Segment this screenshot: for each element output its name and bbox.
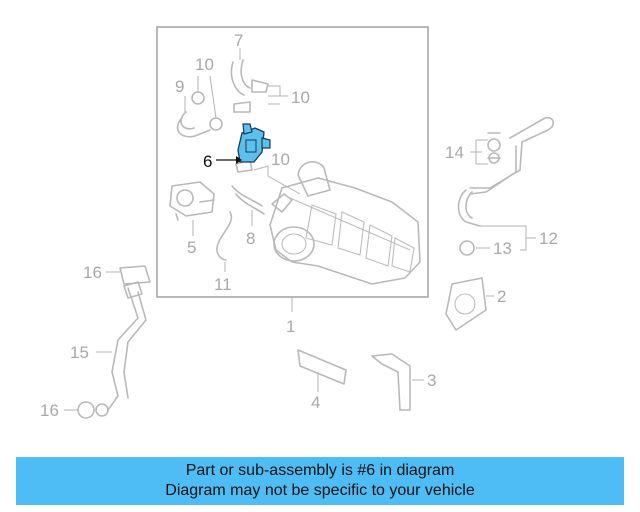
callout-3: 3: [427, 371, 436, 390]
callout-8: 8: [246, 229, 255, 248]
part-5-valve: [169, 181, 215, 221]
callout-7: 7: [234, 31, 243, 50]
callout-6: 6: [203, 152, 212, 171]
callout-16-top: 16: [83, 263, 102, 282]
callout-14: 14: [445, 143, 464, 162]
part-4-bracket: [297, 349, 347, 385]
part-14-pipe: [469, 116, 555, 195]
callout-1: 1: [286, 317, 295, 336]
part-16-gasket-top: [119, 265, 151, 285]
callout-10-right: 10: [291, 88, 310, 107]
banner-line-1: Part or sub-assembly is #6 in diagram: [185, 462, 455, 479]
leader-lines: [64, 48, 536, 411]
callout-16-bottom: 16: [40, 401, 59, 420]
callout-10-top: 10: [195, 55, 214, 74]
part-16-gasket-bottom: [77, 401, 95, 419]
part-12-hose: [457, 189, 481, 227]
part-13-washer: [459, 240, 475, 256]
callout-5: 5: [187, 238, 196, 257]
callout-11: 11: [214, 275, 232, 294]
part-3-bracket: [371, 353, 411, 411]
turbo-manifold: [269, 161, 421, 285]
callout-9: 9: [175, 77, 184, 96]
callout-13: 13: [493, 239, 512, 258]
callout-10-mid: 10: [271, 150, 290, 169]
part-2-gasket: [445, 277, 487, 331]
hoses-and-fittings: [176, 59, 293, 261]
part-15-pipe: [107, 281, 147, 411]
parts-diagram: 1 2 3 4 5 6 7 8 9 10 10 10 11 12 13 14 1…: [40, 26, 558, 420]
banner-line-2: Diagram may not be specific to your vehi…: [165, 482, 475, 499]
part-6-highlight: [237, 123, 271, 163]
callout-12: 12: [539, 229, 558, 248]
info-banner: Part or sub-assembly is #6 in diagram Di…: [16, 457, 624, 505]
callout-4: 4: [311, 393, 320, 412]
callout-2: 2: [497, 287, 506, 306]
callout-15: 15: [70, 343, 89, 362]
